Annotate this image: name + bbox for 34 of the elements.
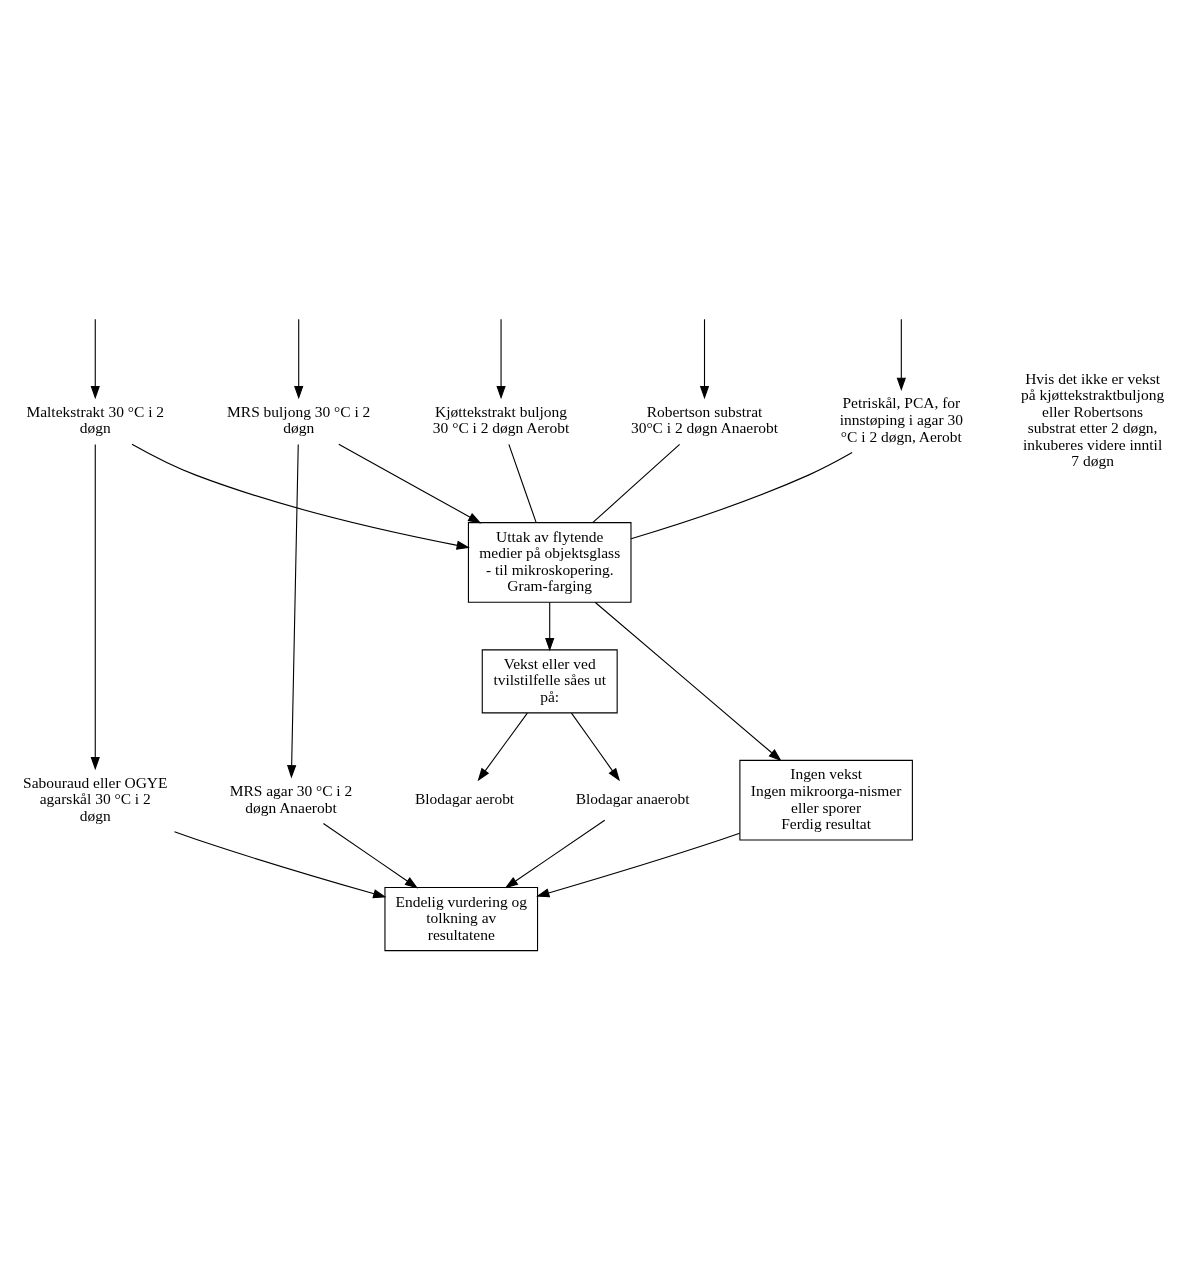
arrow — [90, 318, 100, 399]
arrow — [287, 443, 299, 778]
arrow — [90, 443, 100, 770]
arrow — [536, 832, 741, 897]
connector — [630, 451, 853, 539]
arrow — [496, 318, 506, 399]
arrow — [594, 601, 782, 761]
node-text: MRS agar 30 °C i 2 døgn Anaerobt — [229, 781, 353, 816]
arrow — [294, 318, 304, 399]
node-box: Vekst eller ved tvilstilfelle såes ut på: — [481, 648, 618, 713]
node-text: Maltekstrakt 30 °C i 2 døgn — [26, 402, 165, 436]
arrow — [504, 819, 606, 888]
node-text: MRS buljong 30 °C i 2 døgn — [227, 402, 371, 436]
connector — [508, 443, 537, 523]
node-box: Uttak av flytende medier på objektsglass - til mikroskopering. Gram-farging — [467, 521, 632, 603]
node-text: Blodagar aerobt — [414, 789, 515, 807]
node-text: Kjøttekstrakt buljong 30 °C i 2 døgn Aerobt — [432, 402, 570, 436]
arrow — [322, 822, 419, 888]
arrow — [477, 712, 528, 781]
arrow — [131, 443, 470, 550]
node-text: Sabouraud eller OGYE agarskål 30 °C i 2 døgn — [23, 773, 168, 824]
node-text: Blodagar anaerobt — [575, 789, 690, 807]
connector — [592, 443, 681, 523]
node-text: Petriskål, PCA, for innstøping i agar 30 °C i 2 døgn, Aerobt — [839, 393, 963, 445]
arrow — [570, 712, 620, 781]
arrow — [338, 443, 482, 523]
arrow — [173, 830, 387, 898]
node-text: Robertson substrat 30°C i 2 døgn Anaerobt — [630, 402, 779, 436]
arrow — [699, 318, 710, 399]
label: Hvis det ikke er vekst på kjøttekstraktbuljong eller Robertsons substrat etter 2 døgn, inkuberes videre inntil 7 døgn — [1021, 369, 1165, 469]
arrow — [896, 318, 906, 391]
node-box: Endelig vurdering og tolkning av resultatene — [384, 886, 539, 951]
node-box: Ingen vekst Ingen mikroorga-nismer eller sporer Ferdig resultat — [739, 759, 913, 841]
arrow — [545, 601, 555, 651]
